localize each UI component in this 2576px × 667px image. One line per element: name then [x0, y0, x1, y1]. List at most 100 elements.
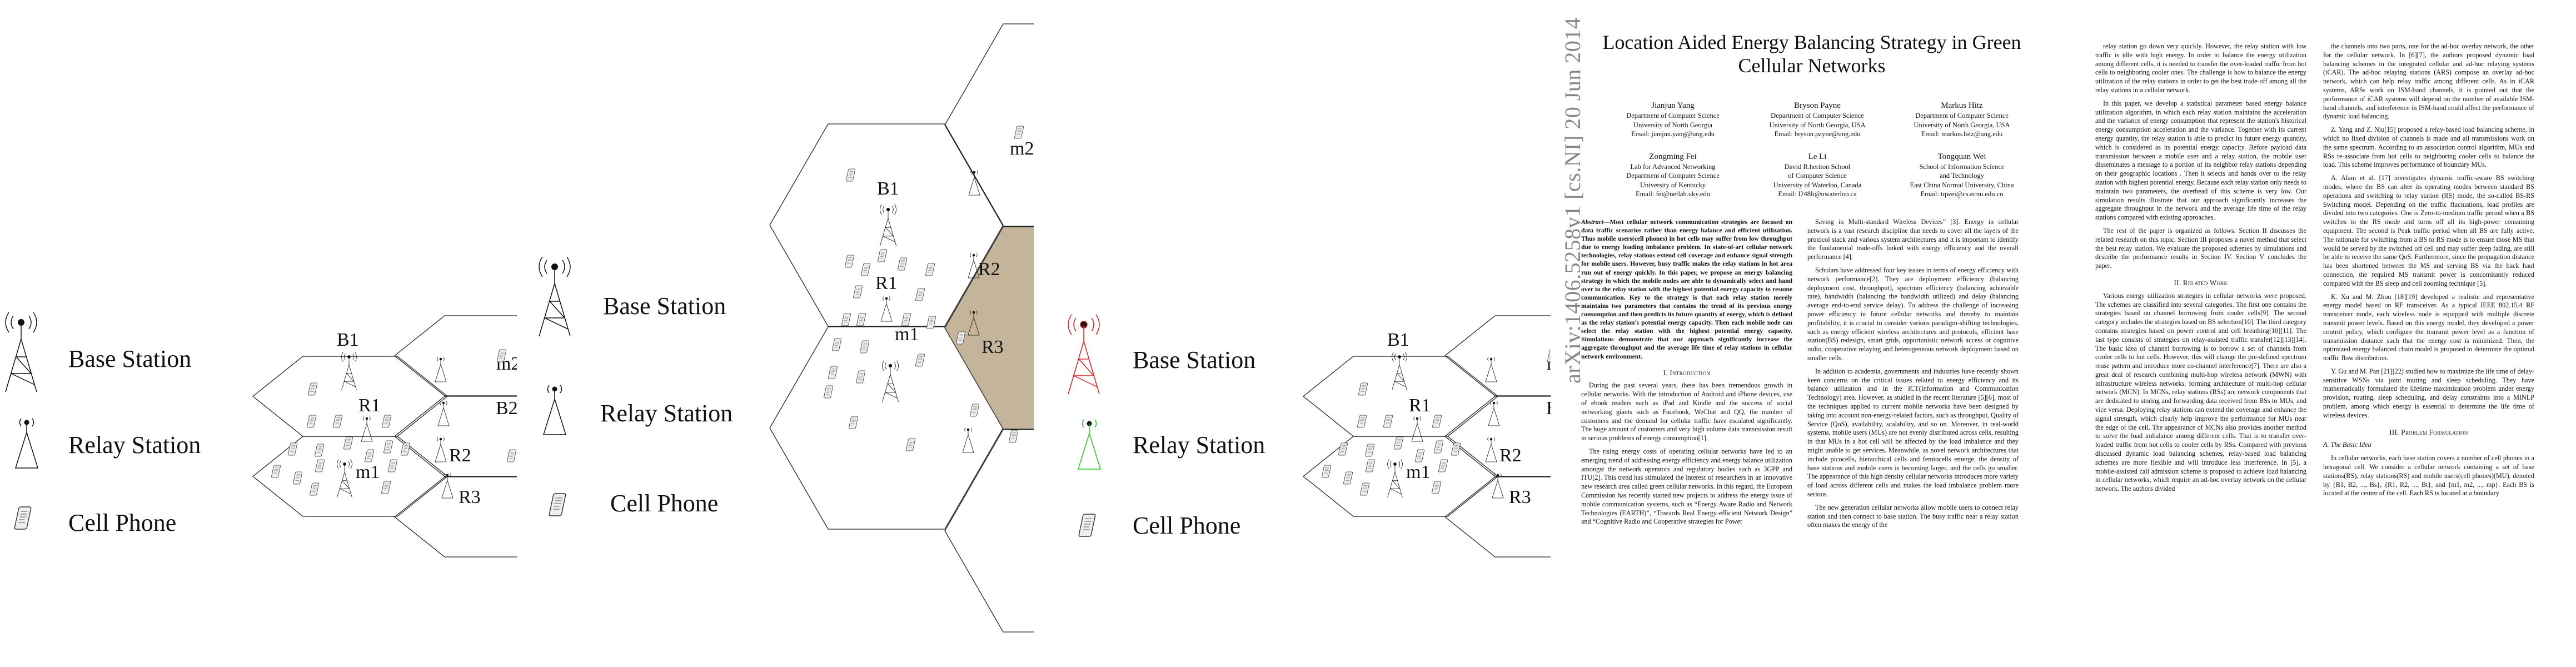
base-station-icon: [882, 360, 899, 402]
cell-phone-icon: [310, 482, 320, 496]
paragraph: During the past several years, there has…: [1581, 381, 1792, 442]
cell-phone-icon: [1360, 482, 1370, 496]
base-station-icon-highlighted: [1068, 314, 1100, 395]
relay-station-icon: [968, 310, 980, 336]
paragraph: Y. Gu and M. Pan [21][22] studied how to…: [2323, 367, 2534, 419]
paragraph: Scholars have addressed four key issues …: [1807, 266, 2019, 362]
cell-phone-icon: [497, 349, 507, 362]
cell-phone-icon: [343, 436, 353, 450]
column-1-paragraphs: During the past several years, there has…: [1581, 381, 1792, 526]
diagram-label-r1: R1: [875, 273, 898, 293]
author-affiliation-line: School of Information Science: [1919, 162, 2005, 171]
legend-base-station-label: Base Station: [603, 292, 726, 320]
cell-phone-icon: [1322, 465, 1332, 478]
base-station-icon: [539, 256, 571, 337]
author-affiliation-line: Email: jianjun.yang@ung.edu: [1631, 130, 1715, 138]
legend-relay-station-label: Relay Station: [600, 400, 733, 427]
cell-phone-icon: [856, 313, 866, 326]
cell-phone-icon: [315, 444, 325, 457]
cell-phone-icon: [853, 285, 863, 298]
paper-column-2: Saving in Multi-standard Wireless Device…: [1807, 218, 2019, 534]
legend-icons-c: [1068, 314, 1102, 537]
base-station-icon: [337, 459, 352, 498]
paragraph: The rising energy costs of operating cel…: [1581, 447, 1792, 526]
cell-phone-icon: [1365, 444, 1375, 457]
cell-phone-icon: [901, 313, 911, 326]
diagram-label-b1: B1: [877, 178, 899, 199]
author-affiliation-line: University of North Georgia, USA: [1769, 121, 1866, 129]
cell-phone-icon: [1357, 415, 1367, 428]
author-affiliation-line: Lab for Advanced Networking: [1630, 162, 1716, 171]
paragraph: In cellular networks, each base station …: [2323, 454, 2534, 497]
cell-phone-icon: [898, 257, 908, 271]
cell-phone-icon: [915, 288, 925, 301]
paragraph: Z. Yang and Z. Niu[15] proposed a relay-…: [2323, 126, 2534, 169]
base-station-icon: [880, 204, 896, 246]
paragraph: Saving in Multi-standard Wireless Device…: [1807, 218, 2019, 261]
author-affiliation-line: David R.heriton School: [1784, 162, 1851, 171]
figure-panel-c: Base Station Relay Station Cell Phone B1…: [1034, 0, 1551, 667]
cell-phone-icon: [832, 338, 842, 351]
cell-phone-icon: [1394, 436, 1404, 450]
base-station-icon: [1392, 352, 1407, 391]
paragraph: relay station go down very quickly. Howe…: [2095, 42, 2306, 94]
hex-cell: [1444, 315, 1551, 396]
cell-phone-icon: [1438, 459, 1448, 472]
paragraph: The new generation cellular networks all…: [1807, 503, 2019, 529]
subsection-heading-basic-idea: A. The Basic Idea: [2323, 441, 2371, 449]
cell-phone-icon: [1415, 449, 1425, 462]
relay-station-icon: [1485, 437, 1497, 462]
author-name: Tongquan Wei: [1937, 152, 1986, 161]
diagram-label-m1: m1: [356, 462, 380, 482]
diagram-label-r2: R2: [1499, 445, 1522, 466]
cell-phone-icon: [906, 438, 916, 451]
relay-station-icon: [435, 357, 447, 382]
diagram-label-b2: B2: [496, 398, 517, 419]
cell-phone-icon: [1366, 459, 1376, 472]
section-heading-problem-formulation: III. Problem Formulation: [2389, 427, 2468, 436]
author-name: Bryson Payne: [1794, 101, 1841, 110]
cell-phone-icon: [388, 459, 398, 472]
cell-phone-icon: [1009, 430, 1019, 443]
cell-phone-icon: [401, 442, 411, 456]
base-station-icon: [1387, 459, 1403, 498]
paragraph: the channels into two parts, one for the…: [2323, 42, 2534, 121]
cell-phone-icon: [926, 316, 936, 329]
diagram-label-r2: R2: [449, 445, 471, 466]
hex-cell: [944, 23, 1034, 227]
cell-phone-icon: [915, 354, 925, 367]
paragraph: In this paper, we develop a statistical …: [2095, 99, 2306, 222]
relay-station-icon: [1485, 357, 1497, 382]
relay-station-icon: [962, 427, 974, 453]
cell-phone-icon: [308, 382, 318, 396]
cell-phone-icon: [1343, 471, 1353, 485]
author-affiliation-line: East China Normal University, China: [1910, 181, 2014, 189]
author-affiliation-line: Department of Computer Science: [1626, 172, 1720, 180]
column-2-paragraphs: Saving in Multi-standard Wireless Device…: [1807, 218, 2019, 530]
section-heading-related-work: II. Related Work: [2174, 278, 2228, 287]
relay-station-icon: [968, 170, 980, 196]
cell-phone-icon: [956, 331, 966, 345]
author-name: Zongming Fei: [1649, 152, 1697, 161]
legend-relay-station-label: Relay Station: [1133, 431, 1265, 459]
cell-phone-icon: [861, 263, 871, 276]
author-affiliation-line: Email: bryson.payne@ung.edu: [1774, 130, 1861, 138]
author-affiliation-line: Email: fei@netlab.uky.edu: [1636, 190, 1710, 198]
diagram-label-m1: m1: [1406, 462, 1430, 482]
diagram-label-r1: R1: [1409, 395, 1431, 416]
cell-phone-icon: [1434, 440, 1444, 454]
diagram-label-m2: m2: [1547, 354, 1551, 374]
cell-phone-icon: [315, 459, 325, 472]
paper-column-1: Abstract—Most cellular network communica…: [1581, 218, 1792, 531]
section-heading-introduction: I. Introduction: [1663, 368, 1711, 377]
diagram-label-r2: R2: [978, 259, 1000, 280]
diagram-label-b2: B2: [1546, 398, 1551, 419]
figure-panel-b: Base Station Relay Station Cell Phone B1…: [517, 0, 1034, 667]
author-name: Markus Hitz: [1941, 101, 1983, 110]
cell-phone-icon: [1432, 415, 1442, 428]
diagram-label-b1: B1: [337, 330, 359, 350]
paragraph: Various energy utilization strategies in…: [2095, 291, 2306, 493]
